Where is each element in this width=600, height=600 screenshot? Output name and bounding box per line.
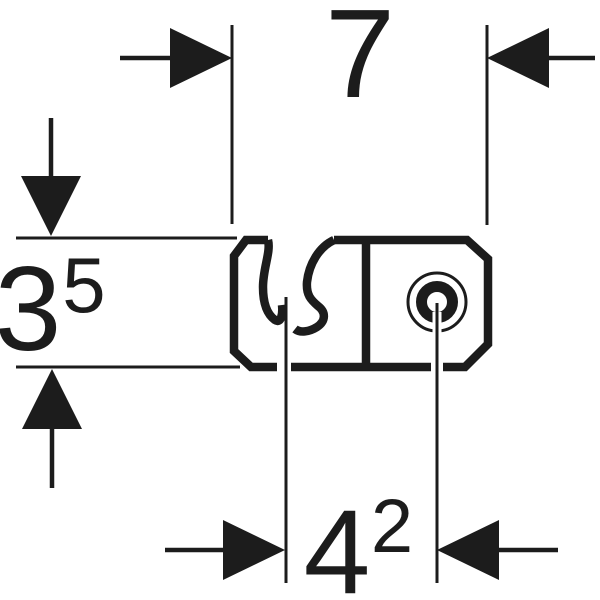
- dimension-arrows: [21, 28, 595, 580]
- arrow-head-top-right: [487, 28, 549, 88]
- dim-label-bottom-width: 4: [304, 485, 371, 600]
- part-profile: [229, 235, 493, 372]
- extension-lines: [16, 25, 489, 583]
- dim-label-left-height: 3: [0, 242, 61, 376]
- arrow-head-top-left: [170, 28, 232, 88]
- arrow-head-left-down: [21, 176, 81, 236]
- part-outline: [229, 235, 493, 372]
- dim-label-top-width: 7: [325, 0, 395, 124]
- arrow-head-bottom-left: [223, 520, 285, 580]
- arrow-head-left-up: [22, 369, 82, 429]
- hook-left-stroke: [258, 238, 287, 326]
- dim-label-left-height-superscript: 5: [62, 241, 105, 329]
- dimension-labels: 7 3 5 4 2: [0, 0, 413, 600]
- arrow-head-bottom-right: [437, 520, 499, 580]
- hook-right-stroke: [292, 236, 337, 336]
- dim-label-bottom-width-superscript: 2: [371, 484, 413, 569]
